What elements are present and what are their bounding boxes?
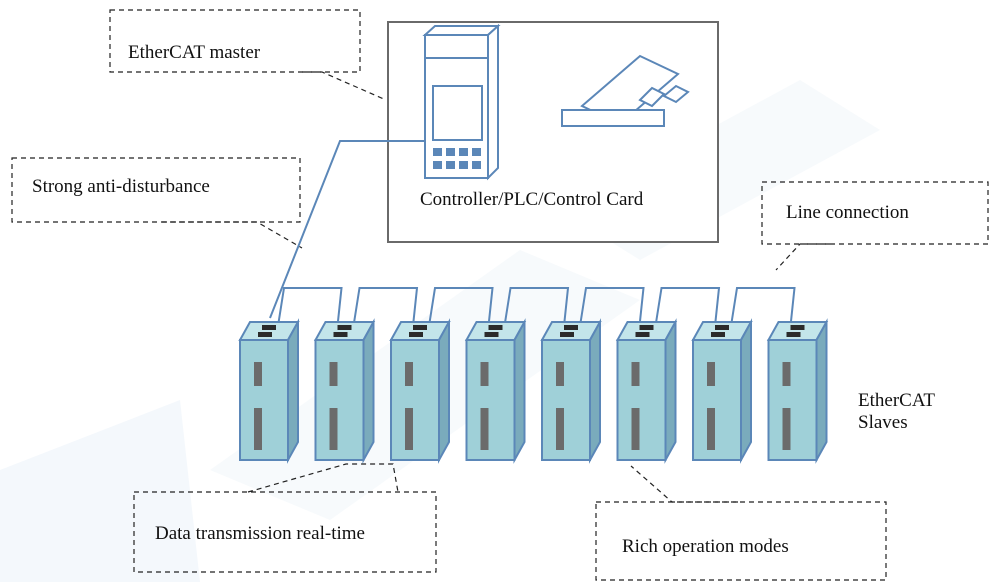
link-cable [428,287,494,327]
drive-front-face [314,339,365,461]
drive-indicator [329,362,338,386]
drive-port [564,325,578,330]
callout-pointer-real-time [247,463,399,493]
link-cable [579,287,645,327]
slave-drive [238,318,300,464]
drive-port [790,325,805,330]
drive-front-face [465,339,516,461]
slave-drive [389,318,451,464]
slave-link-cables [277,287,796,327]
drive-indicator [782,408,791,450]
drive-indicator [480,408,489,450]
callout-box-real-time [133,491,437,573]
drive-front-face [390,339,440,461]
link-cable [654,287,721,327]
drive-front-face [541,339,591,461]
slave-drive [313,318,376,464]
drive-side-face [740,318,752,464]
callout-label-real-time: Data transmission real-time [155,523,365,544]
slave-drive [615,318,678,464]
drive-indicator [254,362,262,386]
callout-box-anti-disturbance [11,157,301,223]
controller-caption: Controller/PLC/Control Card [420,189,644,210]
drive-port [337,325,352,330]
control-card-device [561,54,690,127]
drive-side-face [513,318,526,464]
slaves-label: EtherCAT Slaves [858,390,935,434]
slave-drives [238,318,829,464]
drive-indicator [556,408,564,450]
callout-box-line-connection [761,181,989,245]
drive-port [635,332,650,337]
link-cable [503,287,570,327]
drive-indicator [631,408,640,450]
slaves-label-line2: Slaves [858,411,908,433]
drive-port [715,325,729,330]
callout-pointer-line-connection [775,243,830,271]
slaves-label-line1: EtherCAT [858,390,936,411]
drive-port [409,332,423,337]
drive-indicator [707,408,715,450]
callout-label-anti-disturbance: Strong anti-disturbance [32,176,210,197]
drive-indicator [329,408,338,450]
callout-label-master: EtherCAT master [128,42,261,63]
callout-box-master [109,9,361,73]
link-cable [277,287,343,327]
drive-side-face [362,318,375,464]
drive-indicator [480,362,489,386]
drive-indicator [254,408,262,450]
link-cable [352,287,419,327]
drive-port [333,332,348,337]
slave-drive [540,318,602,464]
callout-pointer-master [302,71,387,101]
drive-side-face [287,318,299,464]
drive-indicator [405,362,413,386]
drive-front-face [239,339,289,461]
drive-indicator [631,362,640,386]
callout-pointer-operation-modes [630,465,738,503]
drive-side-face [815,318,828,464]
drive-side-face [589,318,601,464]
drive-front-face [616,339,667,461]
plc-device [422,23,501,181]
drive-port [639,325,654,330]
drive-port [786,332,801,337]
callout-box-operation-modes [595,501,887,581]
drive-port [258,332,272,337]
drive-port [488,325,503,330]
drive-side-face [664,318,677,464]
drive-side-face [438,318,450,464]
drive-front-face [767,339,818,461]
drive-port [413,325,427,330]
callout-label-operation-modes: Rich operation modes [622,536,789,557]
link-cable [730,287,796,327]
drive-indicator [556,362,564,386]
drive-port [484,332,499,337]
drive-port [262,325,276,330]
drive-indicator [405,408,413,450]
drive-front-face [692,339,742,461]
callout-pointer-anti-disturbance [162,221,303,249]
drive-port [560,332,574,337]
master-link-cable [269,140,425,319]
drive-port [711,332,725,337]
slave-drive [464,318,527,464]
drive-indicator [707,362,715,386]
callout-label-line-connection: Line connection [786,202,909,223]
slave-drive [766,318,829,464]
slave-drive [691,318,753,464]
drive-indicator [782,362,791,386]
